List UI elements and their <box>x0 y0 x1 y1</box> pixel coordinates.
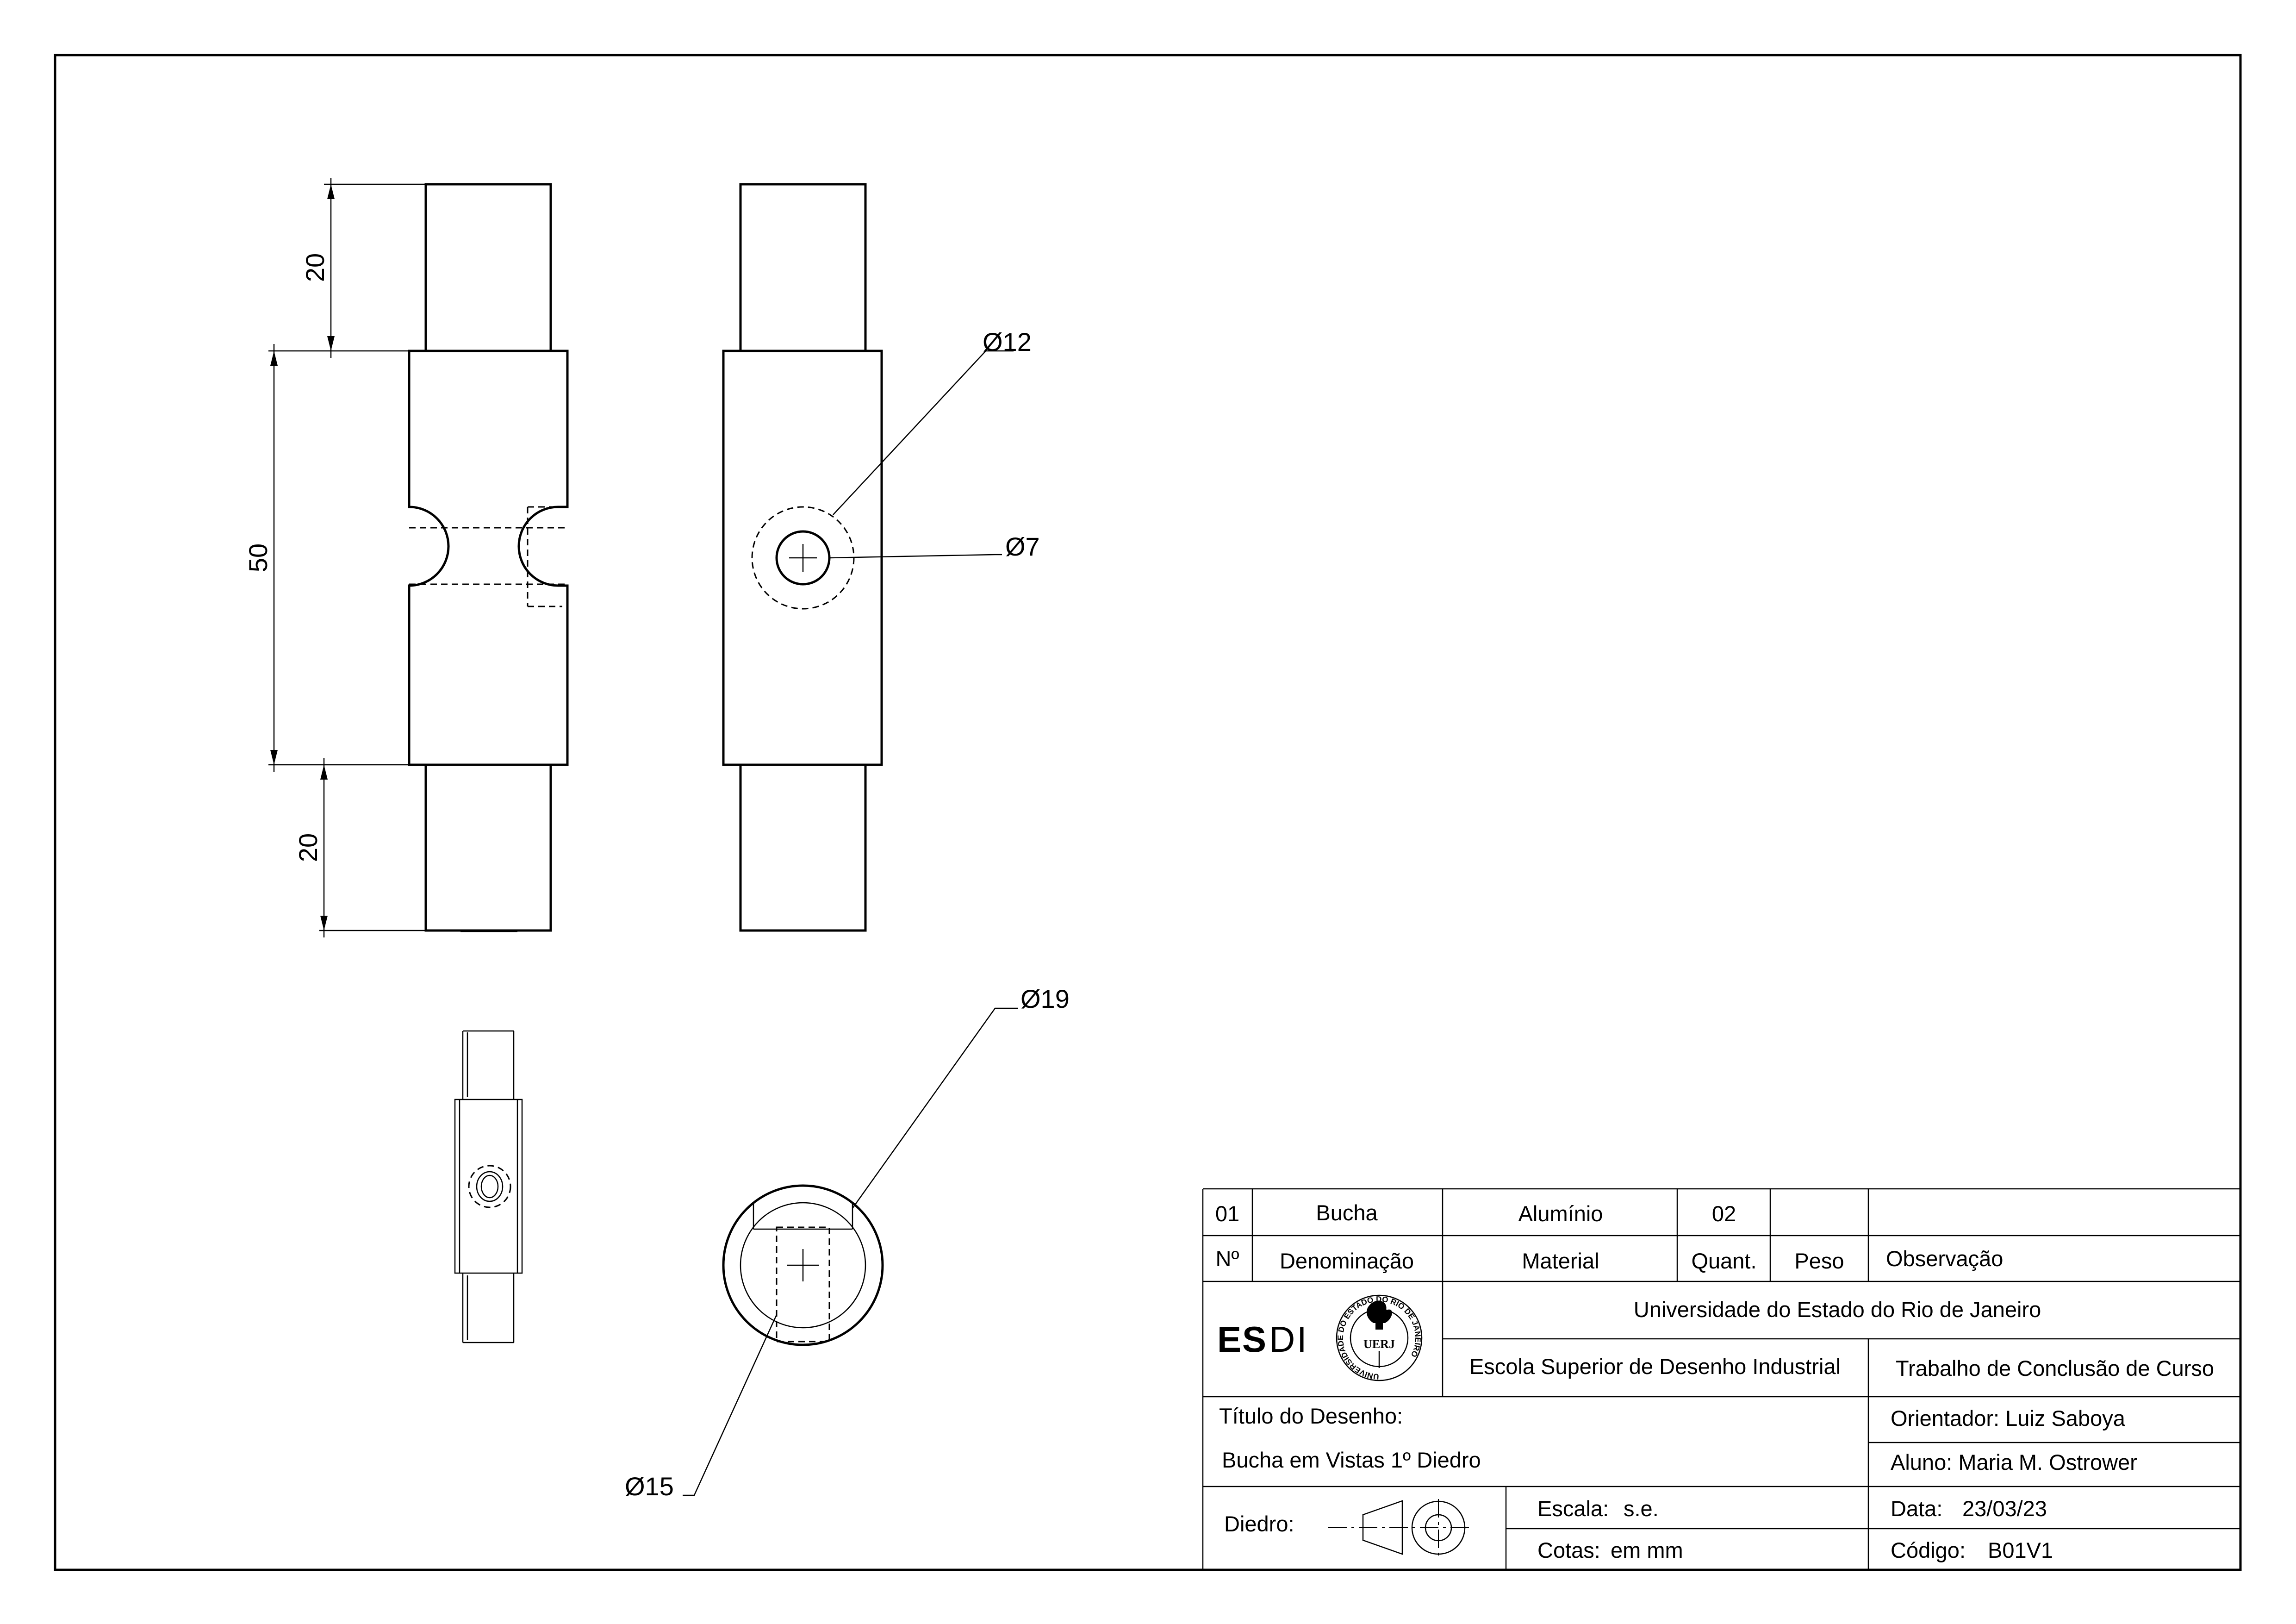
seal-outer-ring <box>1336 1294 1423 1381</box>
dimension-lower-shaft-length: 20 <box>293 833 323 862</box>
iso-hole-outer <box>468 1165 511 1208</box>
side-lower-shaft <box>739 763 867 932</box>
part-name: Bucha <box>1316 1200 1378 1225</box>
code-label: Código: <box>1891 1538 1966 1562</box>
leader-diameter-15 <box>683 1314 778 1496</box>
front-body-outline <box>408 350 569 766</box>
outer-diameter-circle <box>722 1184 884 1346</box>
header-number: Nº <box>1215 1246 1239 1271</box>
label-diameter-7: Ø7 <box>1005 532 1040 561</box>
leader-diameter-12 <box>833 350 1014 515</box>
inner-diameter-circle <box>740 1202 866 1329</box>
course-name: Trabalho de Conclusão de Curso <box>1896 1356 2214 1380</box>
esdi-letter-i: I <box>1297 1319 1307 1360</box>
scale-value: s.e. <box>1624 1496 1659 1521</box>
header-weight: Peso <box>1794 1249 1844 1273</box>
arrowhead <box>327 184 335 199</box>
esdi-logo: E S D I <box>1217 1319 1307 1360</box>
side-view: Ø12 Ø7 <box>722 183 1040 932</box>
torch-flame-icon <box>1367 1300 1392 1323</box>
label-diameter-12: Ø12 <box>983 327 1032 356</box>
header-quantity: Quant. <box>1691 1249 1756 1273</box>
header-note: Observação <box>1886 1246 2003 1271</box>
esdi-letter-e: E <box>1217 1319 1241 1360</box>
university-name: Universidade do Estado do Rio de Janeiro <box>1634 1297 2041 1322</box>
part-number: 01 <box>1215 1201 1239 1226</box>
date-label: Data: <box>1891 1496 1942 1521</box>
side-upper-shaft <box>739 183 867 352</box>
front-view-dimensions: 20 50 20 <box>243 178 426 937</box>
title-block: 01 Bucha Alumínio 02 Nº Denominação Mate… <box>1202 1188 2240 1570</box>
advisor: Orientador: Luiz Saboya <box>1891 1406 2126 1430</box>
esdi-letter-s: S <box>1242 1319 1266 1360</box>
title-label: Título do Desenho: <box>1219 1404 1403 1428</box>
date-value: 23/03/23 <box>1962 1496 2047 1521</box>
drawing-title: Bucha em Vistas 1º Diedro <box>1222 1448 1481 1472</box>
arrowhead <box>320 765 328 780</box>
leader-diameter-19 <box>852 1007 1018 1209</box>
dimension-body-length: 50 <box>243 543 273 572</box>
arrowhead <box>270 351 278 366</box>
units-value: em mm <box>1611 1538 1683 1562</box>
iso-hole-mid <box>476 1171 504 1202</box>
isometric-view <box>454 1030 523 1343</box>
units-label: Cotas: <box>1537 1538 1600 1562</box>
school-name: Escola Superior de Desenho Industrial <box>1469 1354 1841 1379</box>
top-view: Ø19 Ø15 <box>625 984 1070 1501</box>
sheet-border <box>54 54 2242 1571</box>
uerj-seal: UNIVERSIDADE DO ESTADO DO RIO DE JANEIRO… <box>1336 1294 1423 1381</box>
projection-cone <box>1362 1500 1403 1555</box>
scale-label: Escala: <box>1537 1496 1609 1521</box>
hidden-hole-rectangle <box>776 1226 830 1343</box>
seal-center-text: UERJ <box>1363 1337 1395 1351</box>
dimension-upper-shaft-length: 20 <box>300 253 330 282</box>
dihedral-label: Diedro: <box>1224 1512 1294 1536</box>
label-diameter-19: Ø19 <box>1020 984 1070 1013</box>
label-diameter-15: Ø15 <box>625 1472 674 1501</box>
iso-body <box>454 1099 523 1274</box>
student: Aluno: Maria M. Ostrower <box>1891 1450 2137 1474</box>
esdi-letter-d: D <box>1269 1319 1295 1360</box>
front-lower-shaft <box>424 763 552 932</box>
front-upper-shaft <box>424 183 552 352</box>
first-angle-projection-icon <box>1328 1499 1472 1556</box>
arrowhead <box>320 916 328 931</box>
torch-handle-icon <box>1375 1323 1383 1330</box>
leader-diameter-7 <box>829 554 1002 559</box>
arrowhead <box>270 750 278 765</box>
arrowhead <box>327 336 335 351</box>
code-value: B01V1 <box>1988 1538 2053 1562</box>
front-view <box>408 183 569 932</box>
header-name: Denominação <box>1280 1249 1414 1273</box>
header-material: Material <box>1522 1249 1599 1273</box>
iso-hole-inner <box>480 1174 499 1199</box>
part-quantity: 02 <box>1712 1201 1736 1226</box>
part-material: Alumínio <box>1518 1201 1603 1226</box>
